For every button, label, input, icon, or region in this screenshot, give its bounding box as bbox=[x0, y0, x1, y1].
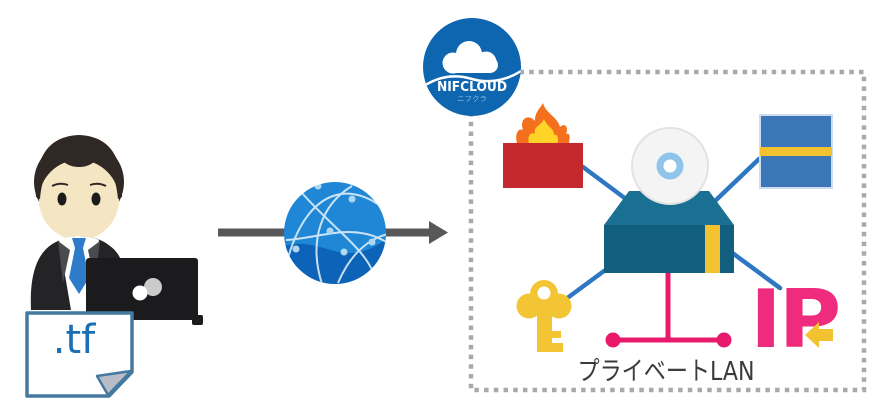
private-lan-boundary bbox=[468, 69, 867, 393]
tie-knot bbox=[72, 238, 86, 248]
laptop-logo-icon bbox=[132, 278, 162, 301]
ip-label: IP bbox=[750, 273, 838, 366]
eyebrow-left bbox=[51, 182, 69, 187]
lan-node-right bbox=[716, 332, 732, 348]
eye-right bbox=[91, 192, 101, 206]
nifcloud-title: NIFCLOUD bbox=[437, 79, 507, 95]
storage-icon bbox=[759, 114, 833, 189]
left-arrow-icon bbox=[805, 322, 833, 348]
hair-fringe bbox=[35, 135, 123, 199]
internet-globe-icon bbox=[284, 182, 386, 284]
disc-hole bbox=[663, 159, 677, 173]
firewall-wall bbox=[503, 143, 583, 188]
laptop-foot bbox=[192, 315, 203, 325]
eyebrow-right bbox=[89, 182, 107, 187]
tf-note-fold bbox=[95, 369, 133, 397]
nifcloud-subtitle: ニフクラ bbox=[457, 95, 487, 103]
connector-lines bbox=[563, 156, 783, 302]
tie-body bbox=[69, 248, 89, 294]
key-shape bbox=[516, 280, 572, 352]
ip-address-icon: IP bbox=[750, 273, 841, 366]
tf-label: .tf bbox=[53, 317, 96, 363]
eye-left bbox=[57, 192, 67, 206]
key-icon bbox=[516, 280, 572, 352]
storage-stripe bbox=[760, 147, 832, 156]
server-stripe bbox=[705, 225, 720, 273]
connector-ip bbox=[728, 249, 783, 291]
flow-arrow-head bbox=[429, 221, 448, 244]
nifcloud-badge: NIFCLOUD ニフクラ bbox=[423, 18, 521, 116]
connector-key bbox=[563, 268, 607, 302]
globe-network-lines bbox=[285, 185, 386, 284]
firewall-icon bbox=[503, 103, 583, 188]
cloud-swoosh bbox=[423, 69, 521, 88]
lapel-left bbox=[58, 241, 70, 283]
lan-icon bbox=[605, 273, 732, 348]
connector-storage bbox=[711, 156, 762, 205]
flame-inner bbox=[528, 119, 558, 146]
private-lan-label: プライベートLAN bbox=[578, 357, 755, 387]
lan-node-left bbox=[605, 332, 621, 348]
face bbox=[39, 160, 119, 240]
cloud-icon bbox=[442, 41, 498, 74]
tf-file-icon: .tf bbox=[25, 311, 134, 398]
server-top-face bbox=[604, 191, 734, 225]
laptop bbox=[86, 258, 203, 325]
key-hole bbox=[537, 286, 551, 300]
globe-lower-half bbox=[284, 239, 386, 284]
server-icon bbox=[604, 127, 734, 273]
disc-icon bbox=[631, 127, 709, 205]
